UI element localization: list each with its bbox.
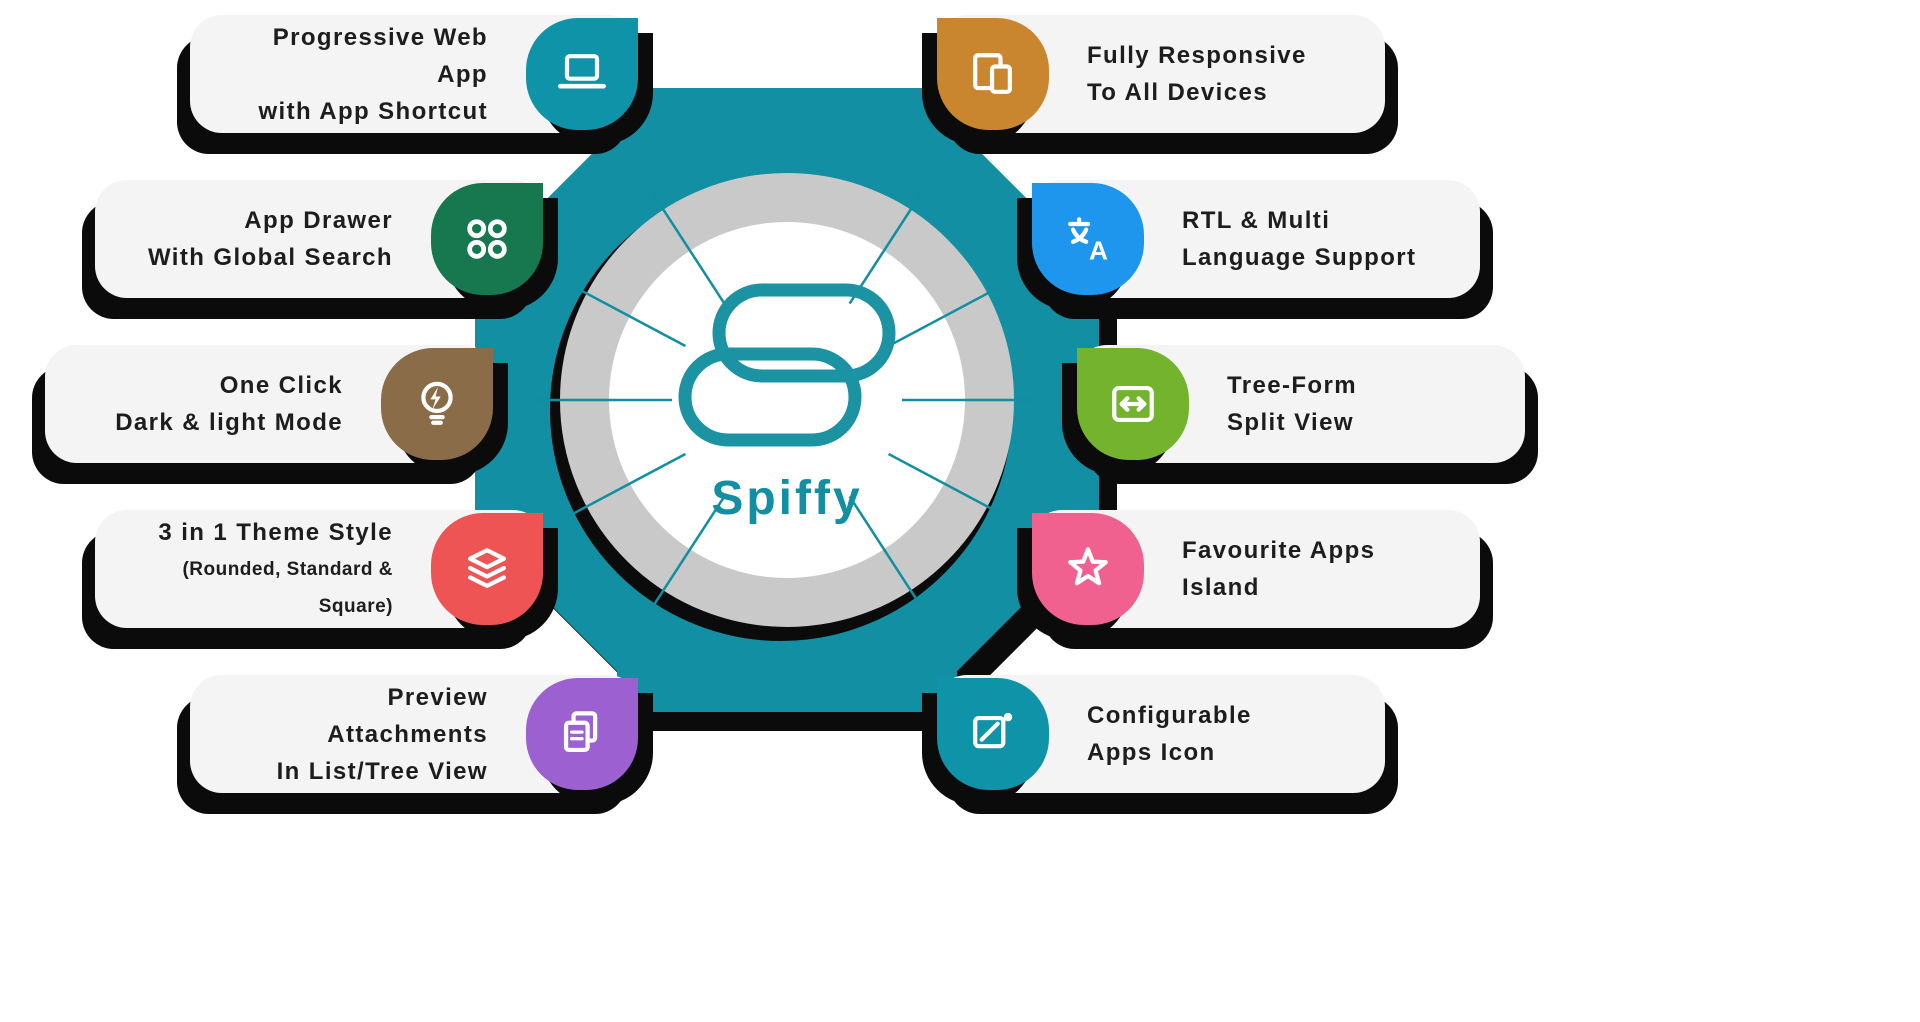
feature-card-configurable-apps-icon: Configurable Apps Icon [935, 675, 1385, 793]
feature-line-2: To All Devices [1087, 79, 1268, 106]
feature-leaf [431, 183, 543, 295]
brand-name: Spiffy [711, 472, 862, 525]
devices-icon [973, 53, 1012, 94]
feature-line-2: with App Shortcut [258, 97, 488, 125]
feature-leaf [381, 348, 493, 460]
feature-text: Progressive Web App with App Shortcut [220, 19, 488, 130]
feature-leaf [937, 18, 1049, 130]
feature-text: App Drawer With Global Search [125, 202, 393, 276]
feature-card-theme-style: 3 in 1 Theme Style (Rounded, Standard & … [95, 510, 545, 628]
bulb-bolt-icon [421, 381, 453, 425]
translate-icon: A [1068, 217, 1108, 266]
feature-text: Tree-Form Split View [1227, 367, 1495, 441]
feature-leaf [1077, 348, 1189, 460]
feature-leaf: A [1032, 183, 1144, 295]
feature-text: 3 in 1 Theme Style (Rounded, Standard & … [125, 514, 393, 625]
feature-line-2: Language Support [1182, 244, 1417, 271]
feature-text: Fully Responsive To All Devices [1087, 37, 1355, 111]
feature-line-2: With Global Search [147, 244, 393, 271]
spoke-lines [535, 187, 1039, 613]
feature-leaf [431, 513, 543, 625]
feature-line-2: Apps Icon [1087, 739, 1216, 766]
feature-card-preview-attachments: Preview Attachments In List/Tree View [190, 675, 640, 793]
feature-leaf [1032, 513, 1144, 625]
feature-leaf [937, 678, 1049, 790]
feature-line-1: App Drawer [244, 207, 393, 234]
feature-line-1: RTL & Multi [1182, 207, 1331, 234]
feature-card-rtl-language: A RTL & Multi Language Support [1030, 180, 1480, 298]
translate-letter: A [1089, 236, 1108, 266]
feature-line-1: Preview Attachments [327, 683, 488, 748]
star-icon [1068, 547, 1108, 586]
feature-line-1: 3 in 1 Theme Style [158, 518, 393, 546]
feature-leaf [526, 18, 638, 130]
feature-line-1: One Click [219, 372, 343, 399]
feature-line-1: Progressive Web App [272, 23, 488, 88]
feature-card-dark-light-mode: One Click Dark & light Mode [45, 345, 495, 463]
split-view-icon [1112, 385, 1154, 423]
feature-line-2: (Rounded, Standard & Square) [182, 558, 393, 617]
feature-line-2: Dark & light Mode [115, 409, 343, 436]
app-grid-icon [467, 219, 507, 259]
feature-line-1: Fully Responsive [1087, 42, 1307, 69]
feature-text: One Click Dark & light Mode [75, 367, 343, 441]
spiffy-logo [678, 283, 896, 447]
feature-text: Configurable Apps Icon [1087, 697, 1355, 771]
layers-icon [468, 548, 506, 588]
laptop-icon [558, 54, 606, 89]
feature-line-2: Split View [1227, 409, 1354, 436]
feature-line-1: Configurable [1087, 702, 1252, 729]
feature-card-app-drawer: App Drawer With Global Search [95, 180, 545, 298]
documents-icon [563, 711, 598, 753]
feature-card-responsive: Fully Responsive To All Devices [935, 15, 1385, 133]
edit-app-icon [973, 712, 1013, 749]
feature-card-split-view: Tree-Form Split View [1075, 345, 1525, 463]
feature-leaf [526, 678, 638, 790]
feature-line-1: Favourite Apps [1182, 537, 1376, 564]
feature-card-favourite-apps: Favourite Apps Island [1030, 510, 1480, 628]
feature-line-2: In List/Tree View [276, 757, 488, 785]
feature-text: Favourite Apps Island [1182, 532, 1450, 606]
feature-line-1: Tree-Form [1227, 372, 1357, 399]
feature-line-2: Island [1182, 574, 1260, 601]
feature-card-pwa: Progressive Web App with App Shortcut [190, 15, 640, 133]
feature-text: RTL & Multi Language Support [1182, 202, 1450, 276]
feature-text: Preview Attachments In List/Tree View [220, 679, 488, 790]
